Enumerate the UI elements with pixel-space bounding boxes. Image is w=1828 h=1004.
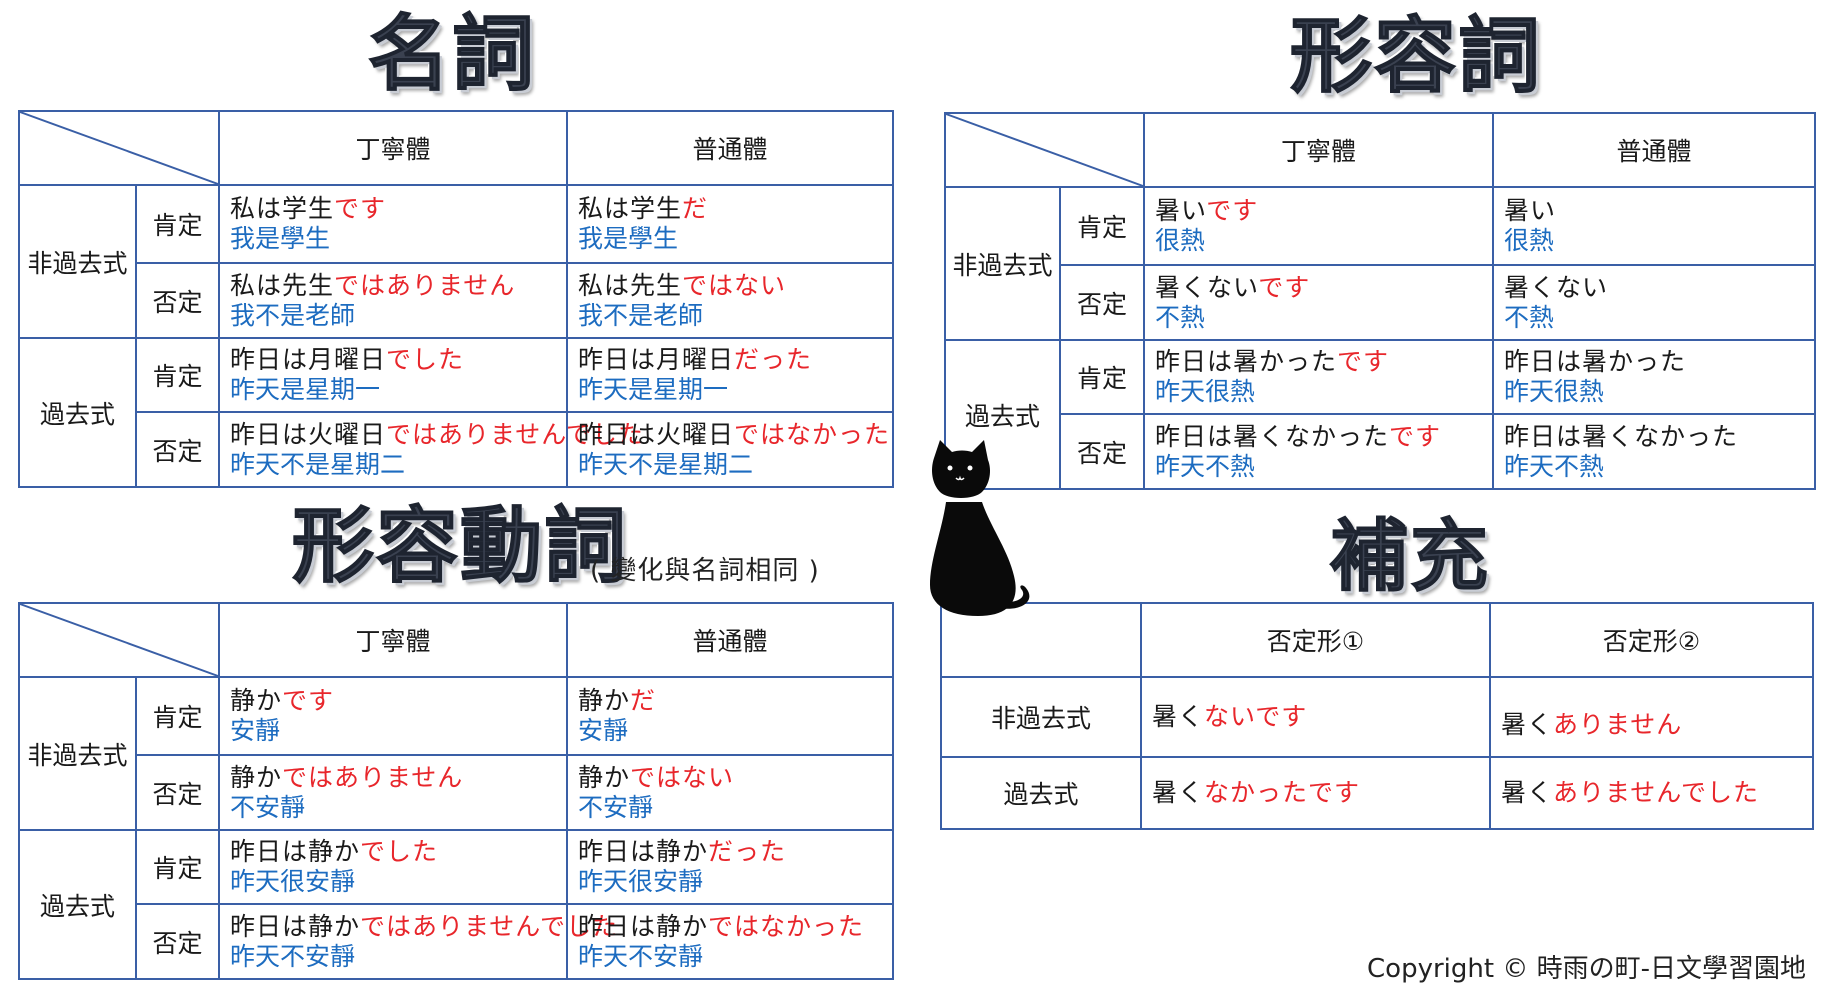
polarity-label: 否定 (1059, 264, 1145, 341)
conjugation-cell: 私は学生です我是學生 (218, 184, 568, 264)
na-adjective-table: 丁寧體 普通體 非過去式 肯定 静かです安靜 静かだ安靜 否定 静かではありませ… (18, 602, 894, 980)
conjugation-cell: 暑くないです (1140, 676, 1491, 758)
conjugation-cell: 静かだ安靜 (566, 676, 894, 756)
corner-cell (944, 112, 1145, 188)
conjugation-cell: 昨日は静かだった昨天很安靜 (566, 829, 894, 905)
group-past: 過去式 (18, 829, 137, 980)
polarity-label: 肯定 (135, 829, 220, 905)
copyright-notice: Copyright © 時雨の町-日文學習園地 (1367, 954, 1806, 984)
adjective-title: 形容詞 (1289, 9, 1543, 104)
polarity-label: 肯定 (135, 676, 220, 756)
conjugation-cell: 昨日は静かではなかった昨天不安靜 (566, 903, 894, 980)
conjugation-cell: 私は先生ではありません我不是老師 (218, 262, 568, 339)
conjugation-cell: 静かです安靜 (218, 676, 568, 756)
conjugation-cell: 昨日は静かではありませんでした昨天不安靜 (218, 903, 617, 980)
negative-form-2-header: 否定形② (1489, 602, 1814, 678)
group-nonpast: 非過去式 (940, 676, 1142, 758)
polarity-label: 否定 (135, 903, 220, 980)
polite-header: 丁寧體 (1143, 112, 1494, 188)
plain-header: 普通體 (566, 602, 894, 678)
noun-title: 名詞 (367, 7, 537, 102)
group-nonpast: 非過去式 (18, 676, 137, 831)
conjugation-cell: 暑い很熱 (1492, 186, 1816, 266)
polarity-label: 否定 (135, 754, 220, 831)
conjugation-cell: 昨日は暑かった昨天很熱 (1492, 339, 1816, 415)
group-past: 過去式 (940, 756, 1142, 830)
polarity-label: 肯定 (1059, 339, 1145, 415)
polarity-label: 肯定 (135, 337, 220, 413)
group-past: 過去式 (18, 337, 137, 488)
conjugation-cell: 昨日は火曜日ではなかった昨天不是星期二 (566, 411, 894, 488)
polarity-label: 否定 (135, 411, 220, 488)
polite-header: 丁寧體 (218, 110, 568, 186)
conjugation-cell: 昨日は火曜日ではありませんでした昨天不是星期二 (218, 411, 643, 488)
conjugation-cell: 昨日は月曜日だった昨天是星期一 (566, 337, 894, 413)
conjugation-cell: 静かではありません不安靜 (218, 754, 568, 831)
polarity-label: 否定 (1059, 413, 1145, 490)
adjective-table: 丁寧體 普通體 非過去式 肯定 暑いです很熱 暑い很熱 否定 暑くないです不熱 … (944, 112, 1816, 490)
conjugation-cell: 暑くなかったです (1140, 756, 1491, 830)
conjugation-cell: 昨日は暑かったです昨天很熱 (1143, 339, 1494, 415)
polarity-label: 肯定 (1059, 186, 1145, 266)
conjugation-cell: 暑くありませんでした (1489, 756, 1814, 830)
supplement-title: 補充 (1329, 512, 1491, 602)
na-adjective-title: 形容動詞 (291, 499, 629, 594)
polite-header: 丁寧體 (218, 602, 568, 678)
supplement-table: 否定形① 否定形② 非過去式 暑くないです 暑くありません 過去式 暑くなかった… (940, 602, 1814, 830)
group-nonpast: 非過去式 (944, 186, 1061, 341)
polarity-label: 否定 (135, 262, 220, 339)
conjugation-cell: 暑くない不熱 (1492, 264, 1816, 341)
conjugation-cell: 私は先生ではない我不是老師 (566, 262, 894, 339)
plain-header: 普通體 (1492, 112, 1816, 188)
polarity-label: 肯定 (135, 184, 220, 264)
negative-form-1-header: 否定形① (1140, 602, 1491, 678)
conjugation-cell: 昨日は暑くなかったです昨天不熱 (1143, 413, 1494, 490)
conjugation-cell: 暑くないです不熱 (1143, 264, 1494, 341)
conjugation-cell: 昨日は静かでした昨天很安靜 (218, 829, 568, 905)
corner-cell (18, 602, 220, 678)
conjugation-cell: 私は学生だ我是學生 (566, 184, 894, 264)
conjugation-cell: 暑いです很熱 (1143, 186, 1494, 266)
conjugation-cell: 昨日は暑くなかった昨天不熱 (1492, 413, 1816, 490)
na-adjective-note: ( 變化與名詞相同 ) (590, 556, 820, 586)
plain-header: 普通體 (566, 110, 894, 186)
conjugation-cell: 静かではない不安靜 (566, 754, 894, 831)
conjugation-cell: 暑くありません (1489, 676, 1814, 758)
group-nonpast: 非過去式 (18, 184, 137, 339)
conjugation-cell: 昨日は月曜日でした昨天是星期一 (218, 337, 568, 413)
noun-table: 丁寧體 普通體 非過去式 肯定 私は学生です我是學生 私は学生だ我是學生 否定 … (18, 110, 894, 488)
black-cat-icon (930, 440, 1030, 616)
corner-cell (18, 110, 220, 186)
